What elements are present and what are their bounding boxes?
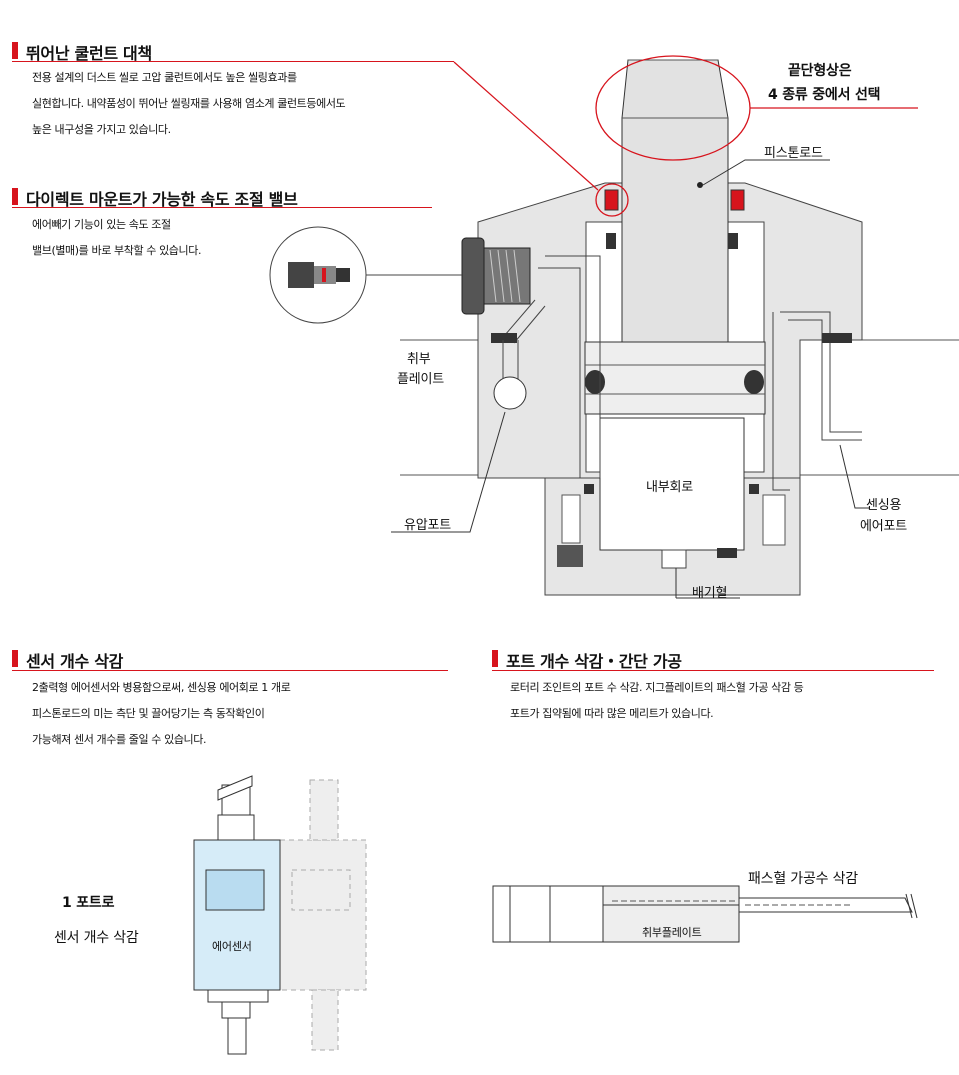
tip-shape-label-2: 4 종류 중에서 선택: [768, 87, 881, 103]
dust-seal-left: [604, 189, 619, 211]
title-bar: [12, 42, 18, 59]
coolant-underline: [12, 61, 454, 62]
coolant-line-3: 높은 내구성을 가지고 있습니다.: [32, 123, 171, 136]
air-sensor-display: [205, 869, 265, 911]
piston-flange: [584, 341, 766, 415]
port-title: 포트 개수 삭감・간단 가공: [492, 648, 932, 671]
sensing-air-passage: [780, 311, 862, 433]
title-bar: [12, 188, 18, 205]
title-bar: [12, 650, 18, 667]
sensor-line-1: 2출력형 에어센서와 병용함으로써, 센싱용 에어회로 1 개로: [32, 681, 291, 694]
removed-sensor-ghost: [279, 779, 367, 1051]
mounting-plate-label-1: 취부: [407, 352, 431, 367]
sensor-title: 센서 개수 삭감: [12, 648, 452, 671]
exhaust-hole-label: 배기혈: [692, 586, 728, 601]
valve-title: 다이렉트 마운트가 가능한 속도 조절 밸브: [12, 186, 452, 209]
one-port-label: 1 포트로: [62, 895, 115, 911]
hydraulic-port-label: 유압포트: [404, 518, 452, 533]
inner-circuit-label: 내부회로: [646, 480, 694, 495]
sensing-port-label-2: 에어포트: [860, 519, 908, 534]
coolant-title: 뛰어난 쿨런트 대책: [12, 40, 452, 63]
air-sensor-label: 에어센서: [212, 940, 252, 953]
coolant-line-1: 전용 설계의 더스트 씰로 고압 쿨런트에서도 높은 씰링효과를: [32, 71, 297, 84]
title-bar: [492, 650, 498, 667]
valve-underline: [12, 207, 432, 208]
seal-highlight-circle: [595, 183, 629, 217]
coolant-line-2: 실현합니다. 내약품성이 뛰어난 씰링재를 사용해 염소계 쿨런트등에서도: [32, 97, 346, 110]
pass-hole-label: 패스혈 가공수 삭감: [748, 871, 858, 887]
port-line-1: 로터리 조인트의 포트 수 삭감. 지그플레이트의 패스혈 가공 삭감 등: [510, 681, 804, 694]
reduce-sensor-label: 센서 개수 삭감: [54, 930, 139, 946]
exhaust-opening: [661, 549, 687, 569]
valve-line-2: 밸브(별매)를 바로 부착할 수 있습니다.: [32, 244, 202, 257]
plate-right-block: [602, 885, 740, 943]
air-sensor-body: [193, 839, 281, 991]
sensor-line-2: 피스톤로드의 미는 측단 및 끌어당기는 측 동작확인이: [32, 707, 265, 720]
sensor-underline: [12, 670, 448, 671]
piston-oring-right: [744, 370, 764, 394]
hydraulic-port-circle: [493, 376, 527, 410]
valve-line-1: 에어빼기 기능이 있는 속도 조절: [32, 218, 171, 231]
hydraulic-passage: [545, 255, 601, 478]
sensing-port-label-1: 센싱용: [866, 498, 902, 513]
mounting-plate-label-2: 플레이트: [397, 372, 445, 387]
port-line-2: 포트가 집약됨에 따라 많은 메리트가 있습니다.: [510, 707, 714, 720]
sensor-line-3: 가능해져 센서 개수를 줄일 수 있습니다.: [32, 733, 207, 746]
port-underline: [492, 670, 934, 671]
tip-shape-label-1: 끝단형상은: [788, 63, 852, 79]
plate-label: 취부플레이트: [642, 926, 702, 939]
dust-seal-right: [730, 189, 745, 211]
piston-rod-label: 피스톤로드: [764, 146, 823, 161]
